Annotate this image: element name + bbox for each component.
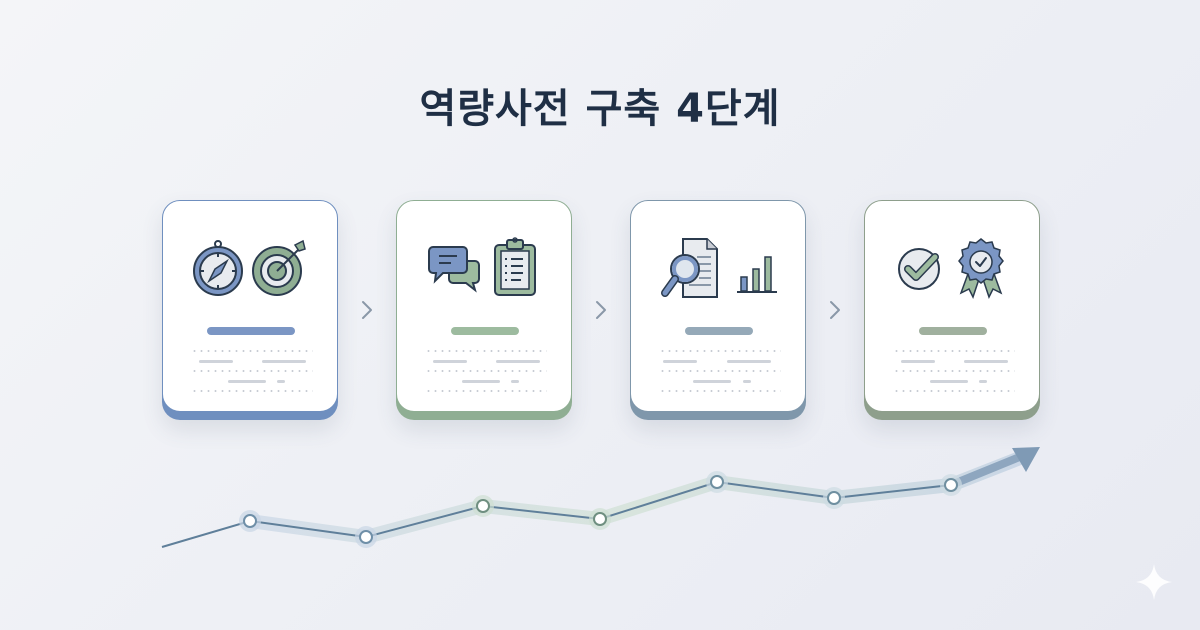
placeholder-line <box>743 380 751 383</box>
placeholder-dots <box>893 370 1015 372</box>
placeholder-dots <box>659 370 781 372</box>
step-title-bar <box>685 327 753 335</box>
bar-chart-icon <box>737 256 777 293</box>
placeholder-dots <box>659 390 781 392</box>
placeholder-line <box>277 380 285 383</box>
placeholder-dots <box>893 390 1015 392</box>
step-card-3 <box>630 200 806 420</box>
step-card-2 <box>396 200 572 420</box>
placeholder-line <box>901 360 935 363</box>
target-icon <box>252 239 306 296</box>
check-circle-icon <box>898 248 940 290</box>
document-search-icon <box>661 238 718 298</box>
placeholder-line <box>727 360 771 363</box>
step-title-bar <box>207 327 295 335</box>
page-title: 역량사전 구축 4단계 <box>419 86 781 132</box>
arrow-head-icon <box>1012 447 1040 472</box>
placeholder-dots <box>191 390 313 392</box>
clipboard-icon <box>494 237 536 296</box>
placeholder-dots <box>425 370 547 372</box>
placeholder-line <box>199 360 233 363</box>
chevron-right-icon <box>362 301 372 319</box>
step-title-bar <box>919 327 987 335</box>
compass-icon <box>193 240 243 296</box>
award-badge-icon <box>958 238 1004 299</box>
placeholder-dots <box>191 350 313 352</box>
placeholder-dots <box>191 370 313 372</box>
placeholder-dots <box>893 350 1015 352</box>
placeholder-line <box>228 380 266 383</box>
chat-bubbles-icon <box>428 246 480 293</box>
placeholder-line <box>511 380 519 383</box>
placeholder-line <box>262 360 306 363</box>
placeholder-line <box>964 360 1008 363</box>
card-face <box>396 200 572 412</box>
placeholder-line <box>930 380 968 383</box>
card-face <box>864 200 1040 412</box>
step-card-4 <box>864 200 1040 420</box>
card-face <box>162 200 338 412</box>
placeholder-line <box>979 380 987 383</box>
trend-points <box>239 471 962 548</box>
placeholder-line <box>693 380 731 383</box>
step-card-1 <box>162 200 338 420</box>
card-face <box>630 200 806 412</box>
placeholder-dots <box>425 350 547 352</box>
chevron-right-icon <box>830 301 840 319</box>
sparkle-icon <box>1136 564 1172 600</box>
placeholder-line <box>433 360 467 363</box>
placeholder-line <box>663 360 697 363</box>
placeholder-dots <box>659 350 781 352</box>
chevron-right-icon <box>596 301 606 319</box>
step-title-bar <box>451 327 519 335</box>
placeholder-line <box>496 360 540 363</box>
placeholder-line <box>462 380 500 383</box>
placeholder-dots <box>425 390 547 392</box>
